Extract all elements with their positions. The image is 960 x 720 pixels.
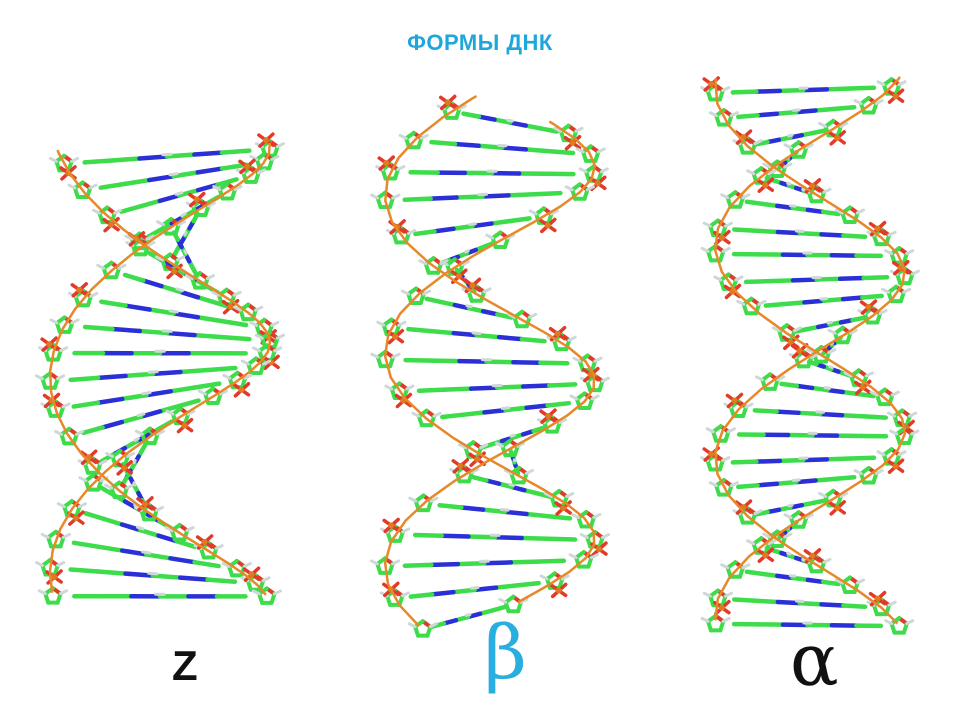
alpha-form-label: α: [790, 618, 839, 702]
z-form-label: Z: [172, 642, 198, 689]
beta-form-label: β: [484, 610, 527, 696]
page-title: ФОРМЫ ДНК: [407, 30, 553, 55]
